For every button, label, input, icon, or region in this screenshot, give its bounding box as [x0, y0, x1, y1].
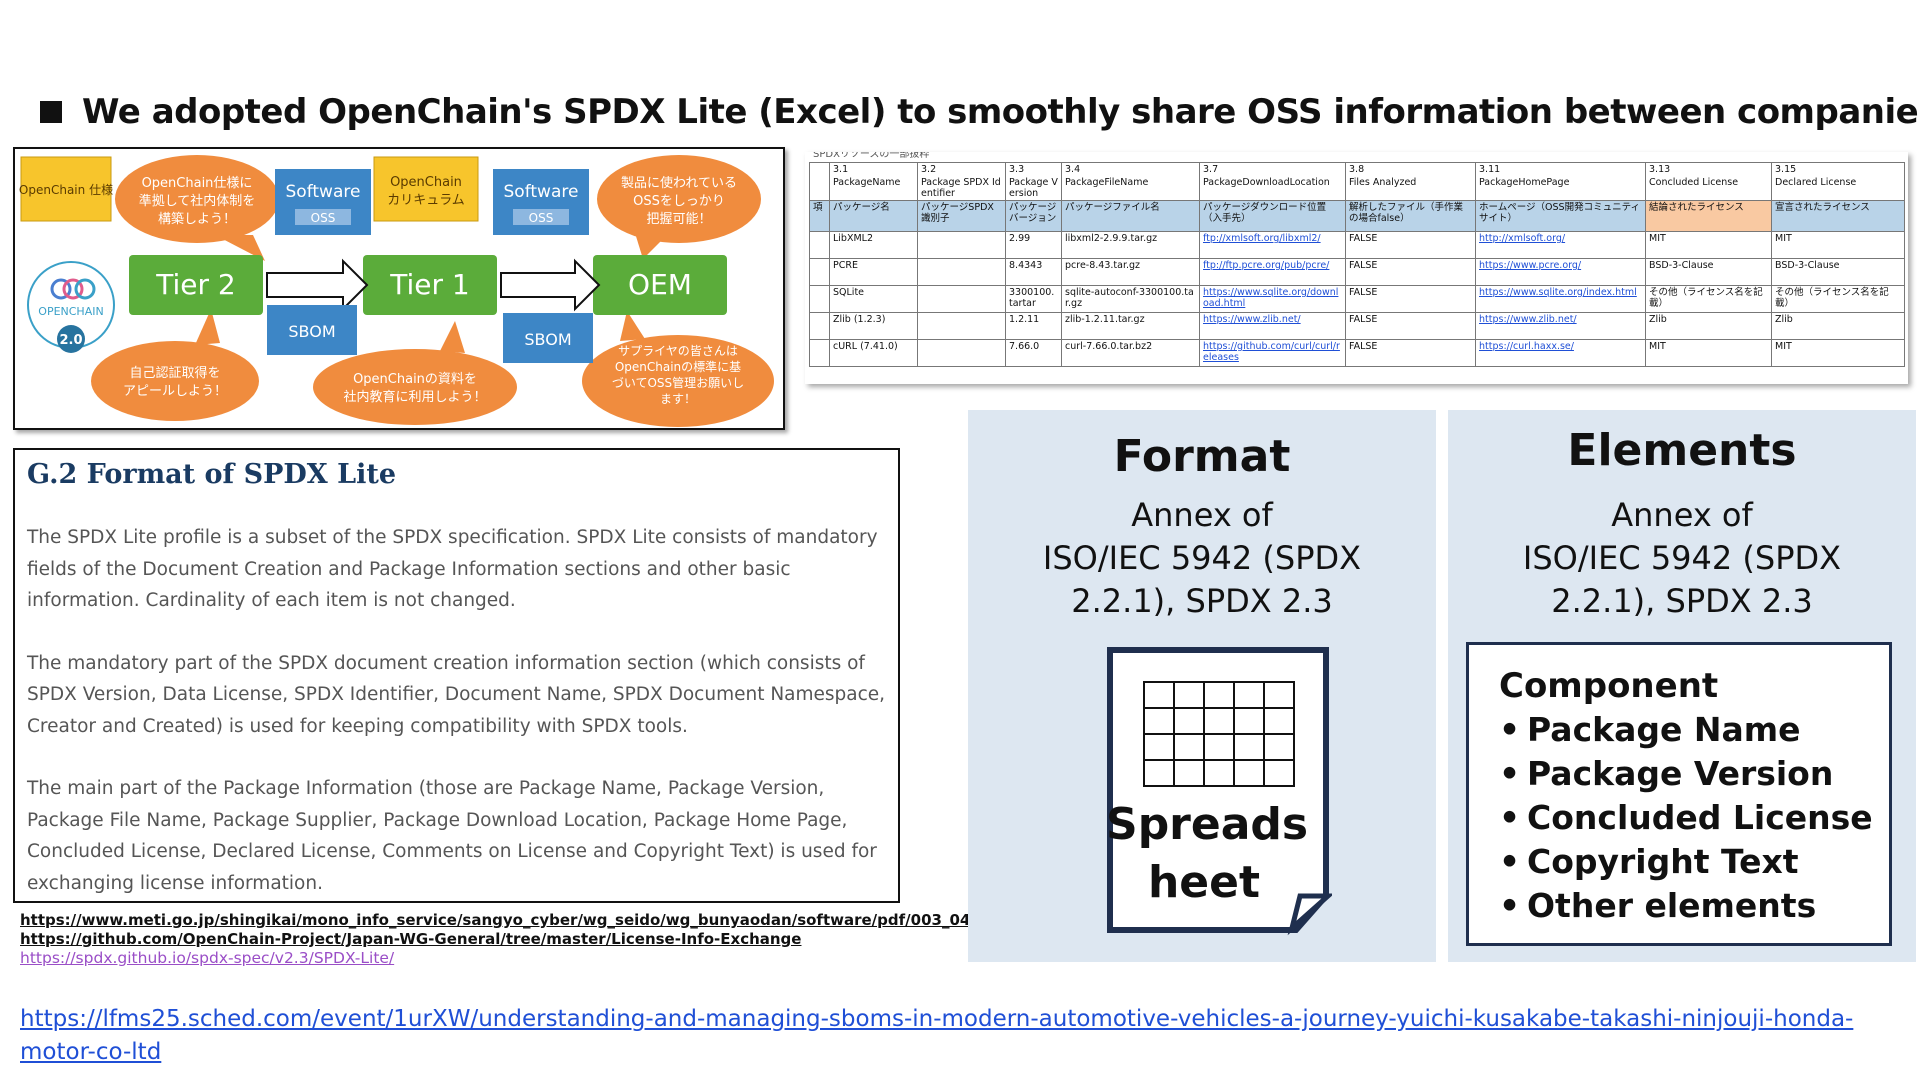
svg-text:ます！: ます！ [660, 392, 696, 406]
bubble-bottom-right: サプライヤの皆さんは OpenChainの標準に基 づいてOSS管理お願いし ま… [582, 311, 774, 427]
slide-headline: We adopted OpenChain's SPDX Lite (Excel)… [40, 86, 1920, 138]
svg-text:把握可能！: 把握可能！ [646, 212, 711, 227]
svg-text:OSSをしっかり: OSSをしっかり [633, 194, 725, 209]
bubble-bottom-left: 自己認証取得を アピールしよう！ [91, 309, 259, 421]
logo-text: OPENCHAIN [38, 305, 103, 318]
sbom-box-right: SBOM [503, 313, 593, 363]
reference-link-spdx-spec[interactable]: https://spdx.github.io/spdx-spec/v2.3/SP… [20, 949, 395, 967]
tier2-box: Tier 2 [129, 255, 263, 315]
elements-panel: Elements Annex of ISO/IEC 5942 (SPDX 2.2… [1448, 410, 1916, 962]
svg-text:OpenChain: OpenChain [390, 175, 462, 190]
openchain-spec-note-label: OpenChain 仕様 [19, 183, 113, 197]
svg-text:構築しよう！: 構築しよう！ [158, 212, 236, 227]
arrow-right-icon [266, 258, 369, 312]
svg-text:準拠して社内体制を: 準拠して社内体制を [139, 193, 256, 209]
openchain-supply-chain-diagram: OpenChain 仕様 OpenChain カリキュラム OPENCHAIN … [13, 147, 785, 430]
bubble-top-right: 製品に使われている OSSをしっかり 把握可能！ [597, 155, 761, 259]
sbom-label: SBOM [288, 322, 335, 341]
list-item: •Other elements [1499, 886, 1817, 925]
svg-text:社内教育に利用しよう！: 社内教育に利用しよう！ [343, 389, 486, 405]
svg-text:製品に使われている: 製品に使われている [621, 175, 737, 191]
elements-subtitle: Annex of ISO/IEC 5942 (SPDX 2.2.1), SPDX… [1522, 496, 1842, 620]
svg-text:自己認証取得を: 自己認証取得を [129, 365, 220, 381]
list-item: •Concluded License [1499, 798, 1873, 837]
oem-label: OEM [628, 268, 692, 301]
spdx-lite-paragraph: The SPDX Lite profile is a subset of the… [27, 527, 878, 611]
svg-text:Software: Software [504, 182, 579, 202]
headline-text: We adopted OpenChain's SPDX Lite (Excel)… [82, 92, 1920, 132]
spdx-lite-title: G.2 Format of SPDX Lite [27, 459, 397, 490]
svg-text:OSS: OSS [529, 211, 554, 225]
svg-text:アピールしよう！: アピールしよう！ [123, 384, 227, 399]
svg-text:OpenChain仕様に: OpenChain仕様に [142, 176, 253, 191]
component-box: Component •Package Name •Package Version… [1466, 642, 1892, 946]
svg-text:づいてOSS管理お願いし: づいてOSS管理お願いし [612, 375, 744, 390]
software-box-right: Software OSS [493, 169, 589, 235]
tier2-label: Tier 2 [155, 268, 235, 301]
tier1-label: Tier 1 [389, 268, 469, 301]
arrow-right-icon [500, 258, 601, 312]
table-japanese-header-row: 項パッケージ名パッケージSPDX識別子パッケージバージョンパッケージファイル名パ… [809, 200, 1905, 232]
component-title: Component [1499, 666, 1719, 706]
svg-text:サプライヤの皆さんは: サプライヤの皆さんは [618, 344, 738, 358]
format-title: Format [1113, 431, 1291, 482]
software-box-left: Software OSS [275, 169, 371, 235]
spdx-lite-paragraph: The mandatory part of the SPDX document … [27, 652, 886, 737]
spdx-lite-format-box: G.2 Format of SPDX Lite The SPDX Lite pr… [13, 448, 900, 903]
list-item: •Package Name [1499, 710, 1801, 749]
openchain-logo: OPENCHAIN 2.0 [27, 261, 115, 353]
oem-box: OEM [593, 255, 727, 315]
elements-title: Elements [1567, 425, 1797, 476]
bubble-top-left: OpenChain仕様に 準拠して社内体制を 構築しよう！ [115, 155, 279, 261]
sbom-box-left: SBOM [267, 305, 357, 355]
svg-text:SBOM: SBOM [524, 330, 571, 349]
session-link[interactable]: https://lfms25.sched.com/event/1urXW/und… [20, 1006, 1854, 1065]
openchain-spec-note: OpenChain 仕様 [19, 156, 113, 222]
component-list: •Package Name •Package Version •Conclude… [1499, 708, 1889, 928]
format-subtitle: Annex of ISO/IEC 5942 (SPDX 2.2.1), SPDX… [1042, 496, 1362, 620]
svg-text:カリキュラム: カリキュラム [387, 193, 465, 208]
software-label: Software [286, 182, 361, 202]
spdx-lite-paragraph: The main part of the Package Information… [27, 778, 877, 894]
tier1-box: Tier 1 [363, 255, 497, 315]
spreadsheet-document-icon: Spreads heet [1106, 646, 1335, 936]
list-item: •Copyright Text [1499, 842, 1799, 881]
spreadsheet-label: Spreads heet [1106, 799, 1309, 908]
oss-label: OSS [311, 211, 336, 225]
openchain-curriculum-note: OpenChain カリキュラム [373, 156, 479, 222]
svg-text:OpenChainの資料を: OpenChainの資料を [353, 372, 477, 387]
logo-version: 2.0 [59, 333, 82, 348]
format-panel: Format Annex of ISO/IEC 5942 (SPDX 2.2.1… [968, 410, 1436, 962]
svg-text:OpenChainの標準に基: OpenChainの標準に基 [615, 359, 741, 374]
square-bullet-icon [40, 101, 62, 123]
reference-link-meti[interactable]: https://www.meti.go.jp/shingikai/mono_in… [20, 911, 1033, 929]
list-item: •Package Version [1499, 754, 1834, 793]
reference-link-github[interactable]: https://github.com/OpenChain-Project/Jap… [20, 930, 802, 948]
table-caption: SPDXリソースの一部抜粋 [813, 152, 930, 160]
bubble-bottom-mid: OpenChainの資料を 社内教育に利用しよう！ [313, 321, 517, 425]
